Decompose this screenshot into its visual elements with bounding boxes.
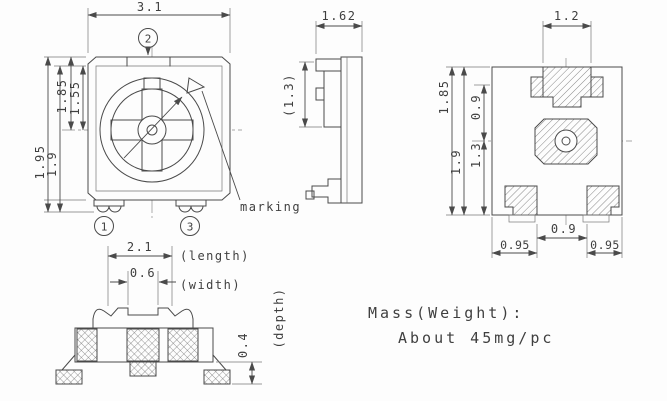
terminal-stub-right: [582, 214, 610, 223]
right-foot: [203, 369, 231, 385]
rotor-tab-wing-left: [530, 76, 544, 98]
side-rotor-stem: [323, 70, 342, 128]
terminal-1-pad: [93, 199, 125, 207]
terminal-3-feet: [178, 205, 204, 213]
side-body-plate: [340, 56, 363, 204]
dim-slot-width: 0.6: [130, 266, 156, 280]
dim-height-outer: 1.95: [33, 145, 47, 180]
dim-height-inner: 1.55: [68, 81, 82, 116]
marking-leader-line: [201, 90, 241, 201]
top-view: 2 1 3 marking 3.1 1.95 1.9 1.85 1.55: [33, 0, 301, 236]
bottom-view: 1.2 1.85 1.9 0.9 1.3 0.9 0.95 0.95: [437, 9, 632, 258]
right-leg-bend: [212, 354, 227, 371]
dim-rotor-height: (1.3): [282, 73, 296, 117]
body-inner-outline: [95, 65, 223, 192]
front-view: 2.1 (length) 0.6 (width) 0.4 (depth): [55, 240, 286, 385]
dim-top-width: 3.1: [137, 0, 163, 14]
dim-height-upper: 1.85: [55, 79, 69, 114]
mass-note-line1: Mass(Weight):: [368, 304, 524, 322]
dim-center-lower: 1.3: [469, 142, 483, 168]
rotor-tab-wing-right: [590, 76, 604, 98]
body-section-right: [167, 328, 199, 362]
dim-length: 2.1: [127, 240, 153, 254]
dim-tab-width: 1.2: [554, 9, 580, 23]
center-terminal-stub: [129, 361, 157, 377]
side-foot-pad: [305, 190, 315, 200]
width-label: (width): [180, 278, 241, 292]
rotation-arrow: [123, 96, 183, 159]
dim-terminal-gap: 0.9: [551, 222, 577, 236]
left-leg-bend: [61, 354, 76, 371]
body-outline: [87, 56, 231, 201]
side-clip-hook: [315, 87, 325, 101]
dim-foot-right: 0.95: [590, 238, 620, 252]
marking-label: marking: [240, 200, 301, 214]
rotor-hub-circle: [137, 115, 167, 145]
mass-note-line2: About 45mg/pc: [398, 329, 554, 347]
depth-label: (depth): [272, 287, 286, 348]
rotor-top-notch: [143, 77, 161, 90]
terminal-2-number: 2: [145, 33, 152, 46]
center-pivot-dot: [561, 136, 571, 146]
dim-foot-left: 0.95: [500, 238, 530, 252]
mass-note: Mass(Weight): About 45mg/pc: [368, 304, 554, 347]
terminal-3-pad: [175, 199, 207, 207]
rotor-cap-profile: [92, 307, 194, 329]
terminal-3-balloon: [180, 216, 200, 236]
terminal-3-number: 3: [187, 221, 194, 234]
side-leg-profile: [311, 178, 342, 204]
terminal-1-balloon: [94, 216, 114, 236]
dim-height-body: 1.9: [45, 151, 59, 177]
dim-standoff: 0.4: [236, 332, 250, 358]
body-section-left: [76, 328, 98, 362]
dim-height-b: 1.9: [449, 149, 463, 175]
rotor-center-dot: [146, 124, 158, 136]
marking-triangle: [186, 77, 206, 94]
center-pivot-circle: [554, 129, 578, 153]
dim-center-upper: 0.9: [469, 94, 483, 120]
terminal-stub-left: [508, 214, 536, 223]
side-rotor-cap: [315, 58, 342, 72]
dim-side-width: 1.62: [322, 9, 357, 23]
side-view: 1.62 (1.3): [282, 9, 363, 204]
terminal-1-number: 1: [101, 221, 108, 234]
terminal-1-feet: [96, 205, 122, 213]
left-foot: [55, 369, 83, 385]
dim-height-a: 1.85: [437, 80, 451, 115]
body-section-center: [126, 328, 160, 362]
length-label: (length): [180, 249, 250, 263]
